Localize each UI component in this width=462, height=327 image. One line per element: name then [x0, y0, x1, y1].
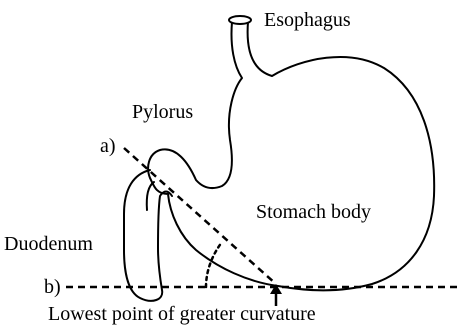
- duodenum-inner-wall: [147, 182, 154, 210]
- pylorus-label: Pylorus: [132, 101, 193, 123]
- duodenum-label: Duodenum: [4, 233, 93, 255]
- line-b-label: b): [44, 276, 61, 298]
- stomach-outline: [148, 22, 434, 290]
- esophagus-label: Esophagus: [264, 9, 351, 31]
- esophagus-opening: [229, 16, 251, 24]
- stomach-body-label: Stomach body: [256, 201, 371, 223]
- line-a-label: a): [100, 135, 116, 157]
- lowest-point-label: Lowest point of greater curvature: [48, 303, 316, 325]
